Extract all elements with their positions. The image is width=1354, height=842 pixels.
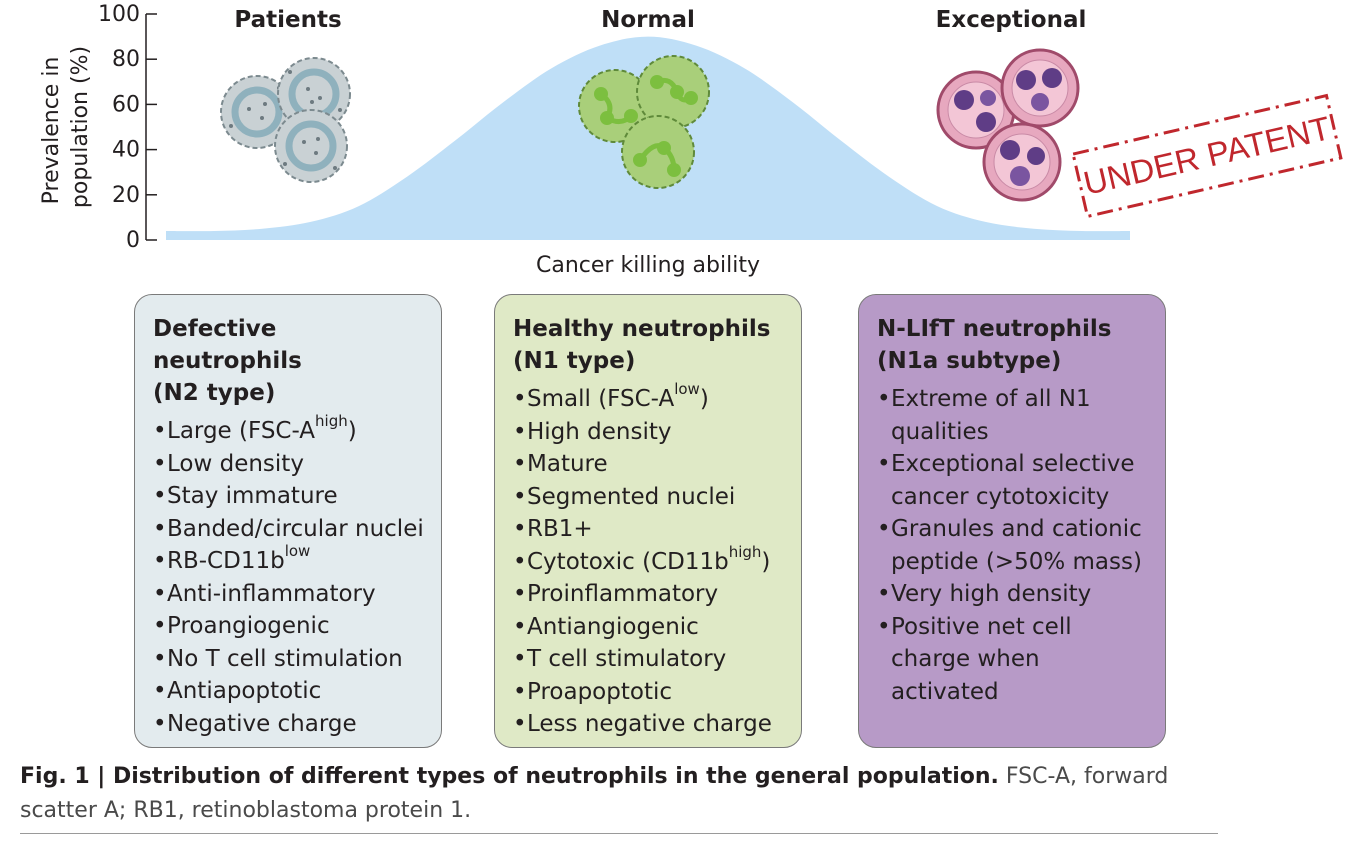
card-title-line-1: Healthy neutrophils: [513, 316, 771, 342]
caption-bold: Fig. 1 | Distribution of different types…: [20, 764, 999, 789]
y-axis-label: Prevalence in population (%): [39, 46, 93, 208]
list-item: Proinflammatory: [513, 578, 787, 611]
group-title-normal: Normal: [601, 7, 695, 33]
card-item-list: Small (FSC-Alow) High density Mature Seg…: [513, 382, 787, 741]
card-item-list: Large (FSC-Ahigh) Low density Stay immat…: [153, 414, 427, 741]
list-item: Banded/circular nuclei: [153, 513, 427, 546]
list-item: Segmented nuclei: [513, 481, 787, 514]
card-title: N-LIfT neutrophils (N1a subtype): [877, 313, 1151, 377]
card-nlift-neutrophils: N-LIfT neutrophils (N1a subtype) Extreme…: [858, 294, 1166, 748]
list-item: No T cell stimulation: [153, 643, 427, 676]
card-title-line-1: N-LIfT neutrophils: [877, 316, 1112, 342]
list-item: RB1+: [513, 513, 787, 546]
y-axis-ticks: 0 20 40 60 80 100: [98, 2, 157, 253]
list-item: Proapoptotic: [513, 676, 787, 709]
card-title-line-2: (N2 type): [153, 380, 276, 406]
caption-divider: [20, 833, 1218, 834]
under-patent-stamp: UNDER PATENT: [1071, 93, 1343, 219]
card-title-line-2: (N1a subtype): [877, 348, 1062, 374]
card-healthy-neutrophils: Healthy neutrophils (N1 type) Small (FSC…: [494, 294, 802, 748]
y-tick-label: 100: [98, 2, 140, 27]
y-tick-label: 20: [112, 183, 140, 208]
list-item: Extreme of all N1 qualities: [877, 383, 1151, 448]
healthy-neutrophils-illustration: [578, 55, 710, 189]
list-item: High density: [513, 416, 787, 449]
y-axis-label-line-1: Prevalence in: [39, 57, 64, 205]
defective-neutrophils-illustration: [220, 57, 351, 183]
distribution-chart: 0 20 40 60 80 100 Prevalence in population (%…: [39, 2, 1343, 278]
y-tick-label: 60: [112, 92, 140, 117]
figure-caption: Fig. 1 | Distribution of different types…: [20, 760, 1240, 828]
list-item: Small (FSC-Alow): [513, 382, 787, 416]
list-item: Stay immature: [153, 480, 427, 513]
group-title-exceptional: Exceptional: [936, 7, 1087, 33]
y-axis-label-line-2: population (%): [68, 46, 93, 208]
list-item: Antiangiogenic: [513, 611, 787, 644]
caption-light: FSC-A, forward scatter A; RB1, retinobla…: [20, 764, 1169, 823]
card-item-list: Extreme of all N1 qualities Exceptional …: [877, 383, 1151, 708]
y-tick-label: 40: [112, 138, 140, 163]
card-title: Defective neutrophils (N2 type): [153, 313, 427, 409]
list-item: T cell stimulatory: [513, 643, 787, 676]
list-item: Exceptional selective cancer cytotoxicit…: [877, 448, 1151, 513]
group-title-patients: Patients: [234, 7, 341, 33]
card-title-line-2: (N1 type): [513, 348, 636, 374]
y-tick-label: 80: [112, 47, 140, 72]
list-item: Low density: [153, 448, 427, 481]
x-axis-label: Cancer killing ability: [536, 253, 760, 278]
list-item: Less negative charge: [513, 708, 787, 741]
list-item: Positive net cell charge when activated: [877, 611, 1151, 709]
list-item: Large (FSC-Ahigh): [153, 414, 427, 448]
list-item: Mature: [513, 448, 787, 481]
card-title-line-1: Defective neutrophils: [153, 316, 302, 374]
list-item: Negative charge: [153, 708, 427, 741]
list-item: Cytotoxic (CD11bhigh): [513, 544, 787, 579]
list-item: Antiapoptotic: [153, 675, 427, 708]
list-item: RB-CD11blow: [153, 544, 427, 578]
list-item: Anti-inflammatory: [153, 578, 427, 611]
list-item: Granules and cationic peptide (>50% mass…: [877, 513, 1151, 578]
list-item: Proangiogenic: [153, 610, 427, 643]
y-tick-label: 0: [126, 228, 140, 253]
nlift-neutrophils-illustration: [936, 48, 1080, 202]
list-item: Very high density: [877, 578, 1151, 611]
card-title: Healthy neutrophils (N1 type): [513, 313, 787, 377]
card-defective-neutrophils: Defective neutrophils (N2 type) Large (F…: [134, 294, 442, 748]
